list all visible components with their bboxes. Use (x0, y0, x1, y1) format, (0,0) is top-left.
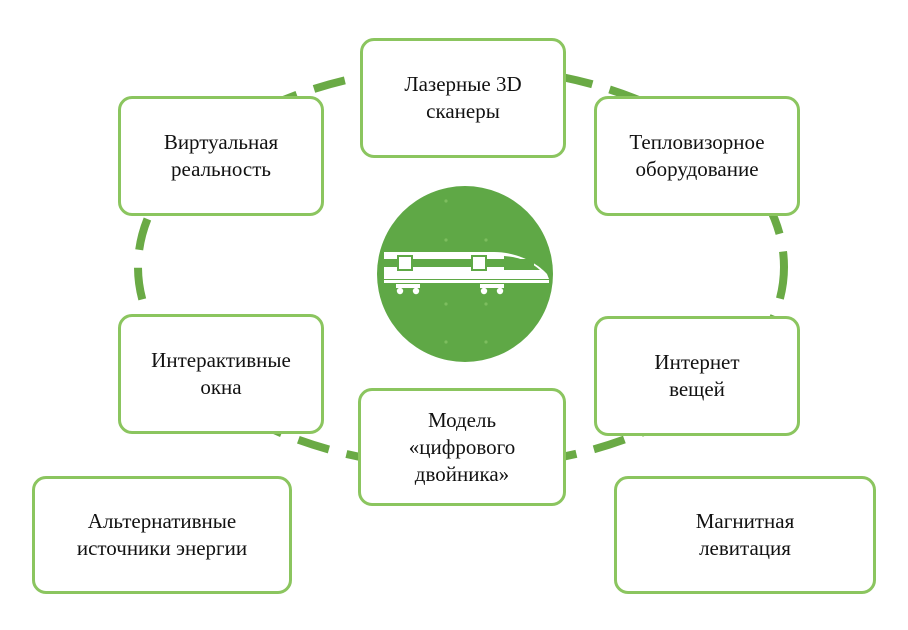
node-internet-of-things: Интернет вещей (594, 316, 800, 436)
node-label: Магнитная левитация (695, 509, 795, 560)
node-label: Альтернативные источники энергии (76, 509, 248, 560)
node-label: Интерактивные окна (151, 348, 291, 399)
node-virtual-reality: Виртуальная реальность (118, 96, 324, 216)
node-label: Тепловизорное оборудование (629, 130, 765, 181)
high-speed-train-icon (377, 186, 553, 362)
node-label: Виртуальная реальность (163, 130, 279, 181)
node-alternative-energy: Альтернативные источники энергии (32, 476, 292, 594)
node-laser-3d-scanners: Лазерные 3D сканеры (360, 38, 566, 158)
node-magnetic-levitation: Магнитная левитация (614, 476, 876, 594)
node-digital-twin: Модель «цифрового двойника» (358, 388, 566, 506)
node-label: Лазерные 3D сканеры (404, 72, 522, 123)
node-label: Интернет вещей (654, 350, 740, 401)
node-label: Модель «цифрового двойника» (408, 407, 516, 486)
node-interactive-windows: Интерактивные окна (118, 314, 324, 434)
node-thermal-equipment: Тепловизорное оборудование (594, 96, 800, 216)
